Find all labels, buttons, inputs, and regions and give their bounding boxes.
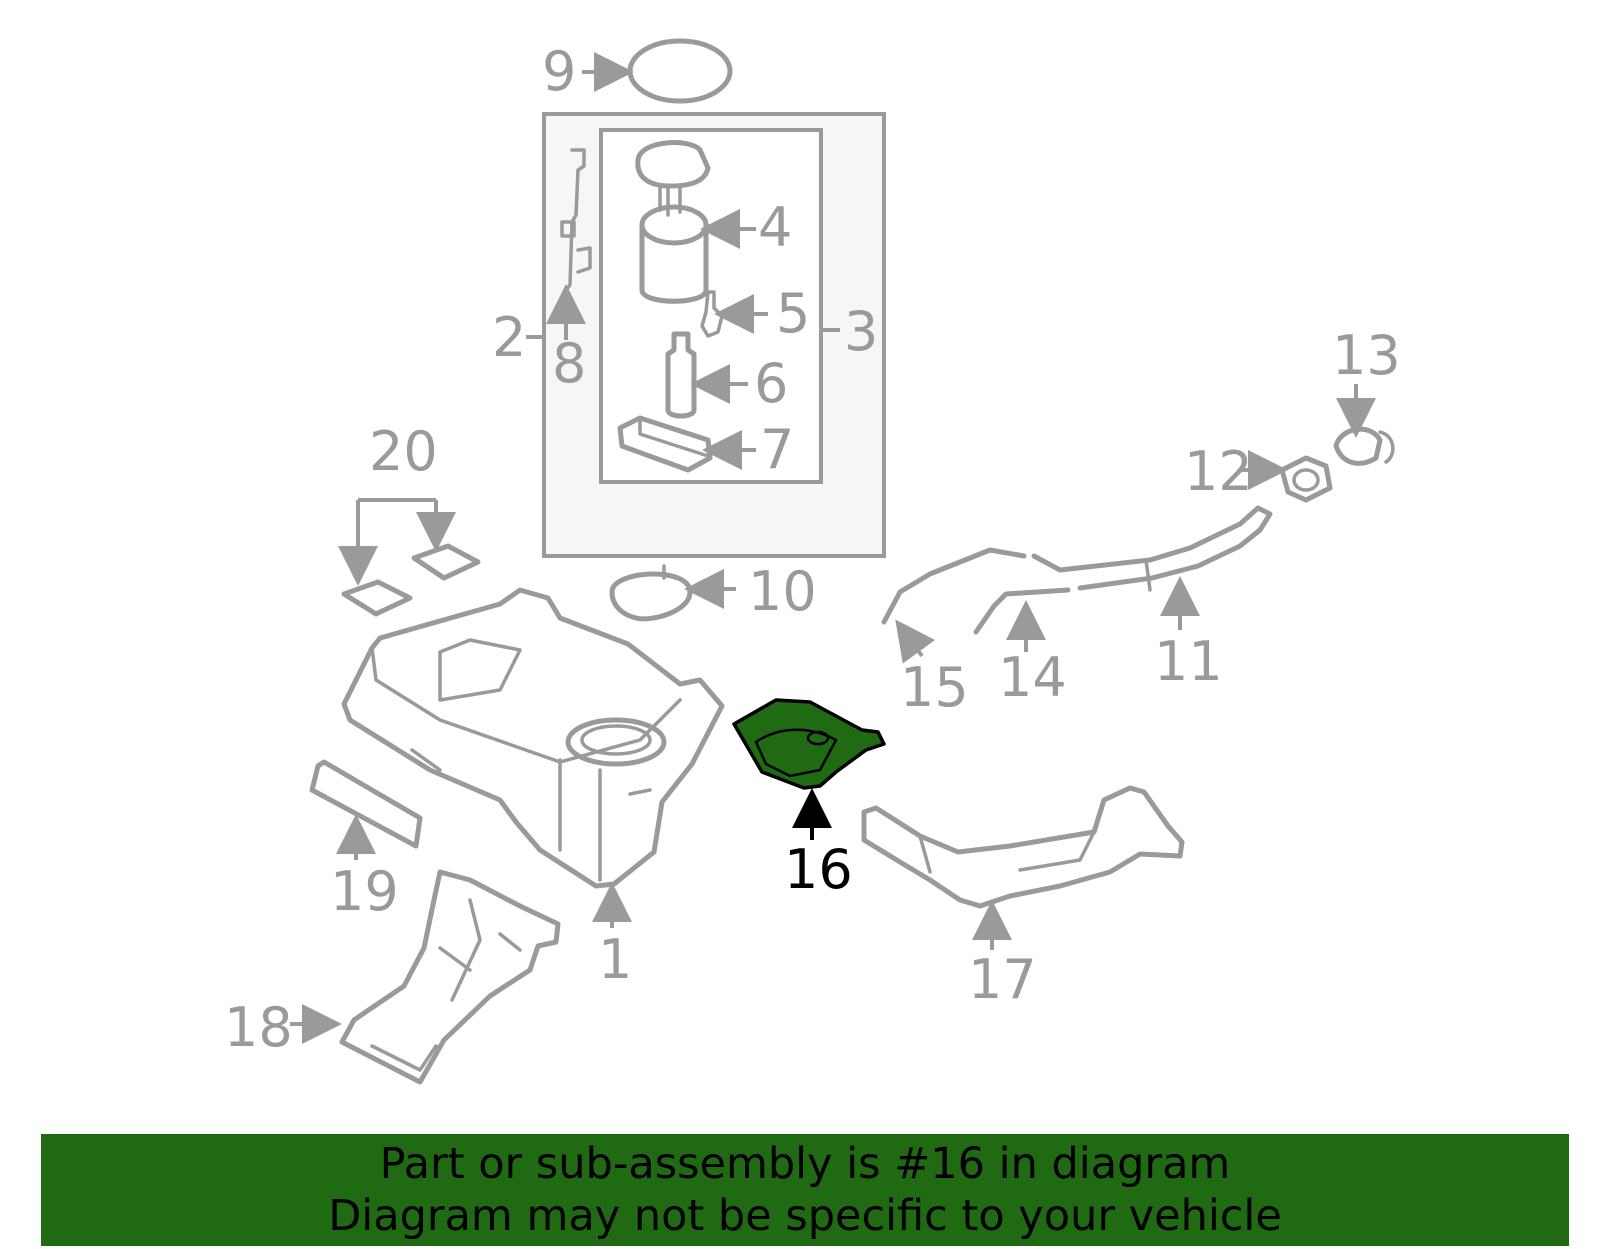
- callout-17: 17: [968, 948, 1037, 1011]
- callout-16: 16: [784, 838, 853, 901]
- callout-20: 20: [369, 420, 438, 483]
- part-14-hose[interactable]: [973, 587, 1071, 635]
- part-6-fuel-pump[interactable]: [665, 331, 697, 419]
- part-11-filler-neck[interactable]: [1031, 505, 1273, 592]
- part-1-fuel-tank[interactable]: [341, 587, 725, 889]
- part-13-fuel-cap[interactable]: [1333, 426, 1395, 466]
- callout-5: 5: [776, 282, 810, 345]
- fuel-pump-assembly-box: [542, 112, 886, 558]
- part-10-lock-ring[interactable]: [609, 564, 693, 622]
- callout-6: 6: [754, 352, 788, 415]
- callout-3: 3: [844, 300, 878, 363]
- banner-line-1: Part or sub-assembly is #16 in diagram: [379, 1139, 1231, 1189]
- part-8-level-sender[interactable]: [560, 148, 592, 292]
- info-banner: Part or sub-assembly is #16 in diagram D…: [41, 1134, 1569, 1246]
- callout-12: 12: [1184, 440, 1253, 503]
- callout-14: 14: [998, 646, 1067, 709]
- callout-15: 15: [900, 656, 969, 719]
- callout-9: 9: [542, 40, 576, 103]
- callout-8: 8: [552, 332, 586, 395]
- callout-10: 10: [748, 560, 817, 623]
- part-17-shield[interactable]: [861, 785, 1185, 909]
- part-16-bracket-highlighted[interactable]: [732, 698, 886, 790]
- callout-7: 7: [760, 418, 794, 481]
- part-12-ring[interactable]: [1279, 455, 1333, 503]
- part-20-pads[interactable]: [338, 498, 481, 617]
- part-19-strip[interactable]: [309, 759, 423, 849]
- part-15-vent-tube[interactable]: [881, 547, 1027, 625]
- callout-arrows: [290, 52, 1376, 1044]
- part-9-seal-ring[interactable]: [627, 38, 733, 104]
- callout-4: 4: [758, 196, 792, 259]
- callout-13: 13: [1332, 324, 1401, 387]
- callout-labels: 9 2 8 3 4 5 6 7 10 20 12 13 11 14 15 16 …: [224, 40, 1401, 1059]
- banner-line-2: Diagram may not be specific to your vehi…: [328, 1191, 1282, 1241]
- callout-2: 2: [492, 306, 526, 369]
- callout-1: 1: [598, 928, 632, 991]
- part-18-heat-shield[interactable]: [339, 869, 561, 1085]
- callout-11: 11: [1154, 630, 1223, 693]
- callout-19: 19: [330, 860, 399, 923]
- callout-18: 18: [224, 996, 293, 1059]
